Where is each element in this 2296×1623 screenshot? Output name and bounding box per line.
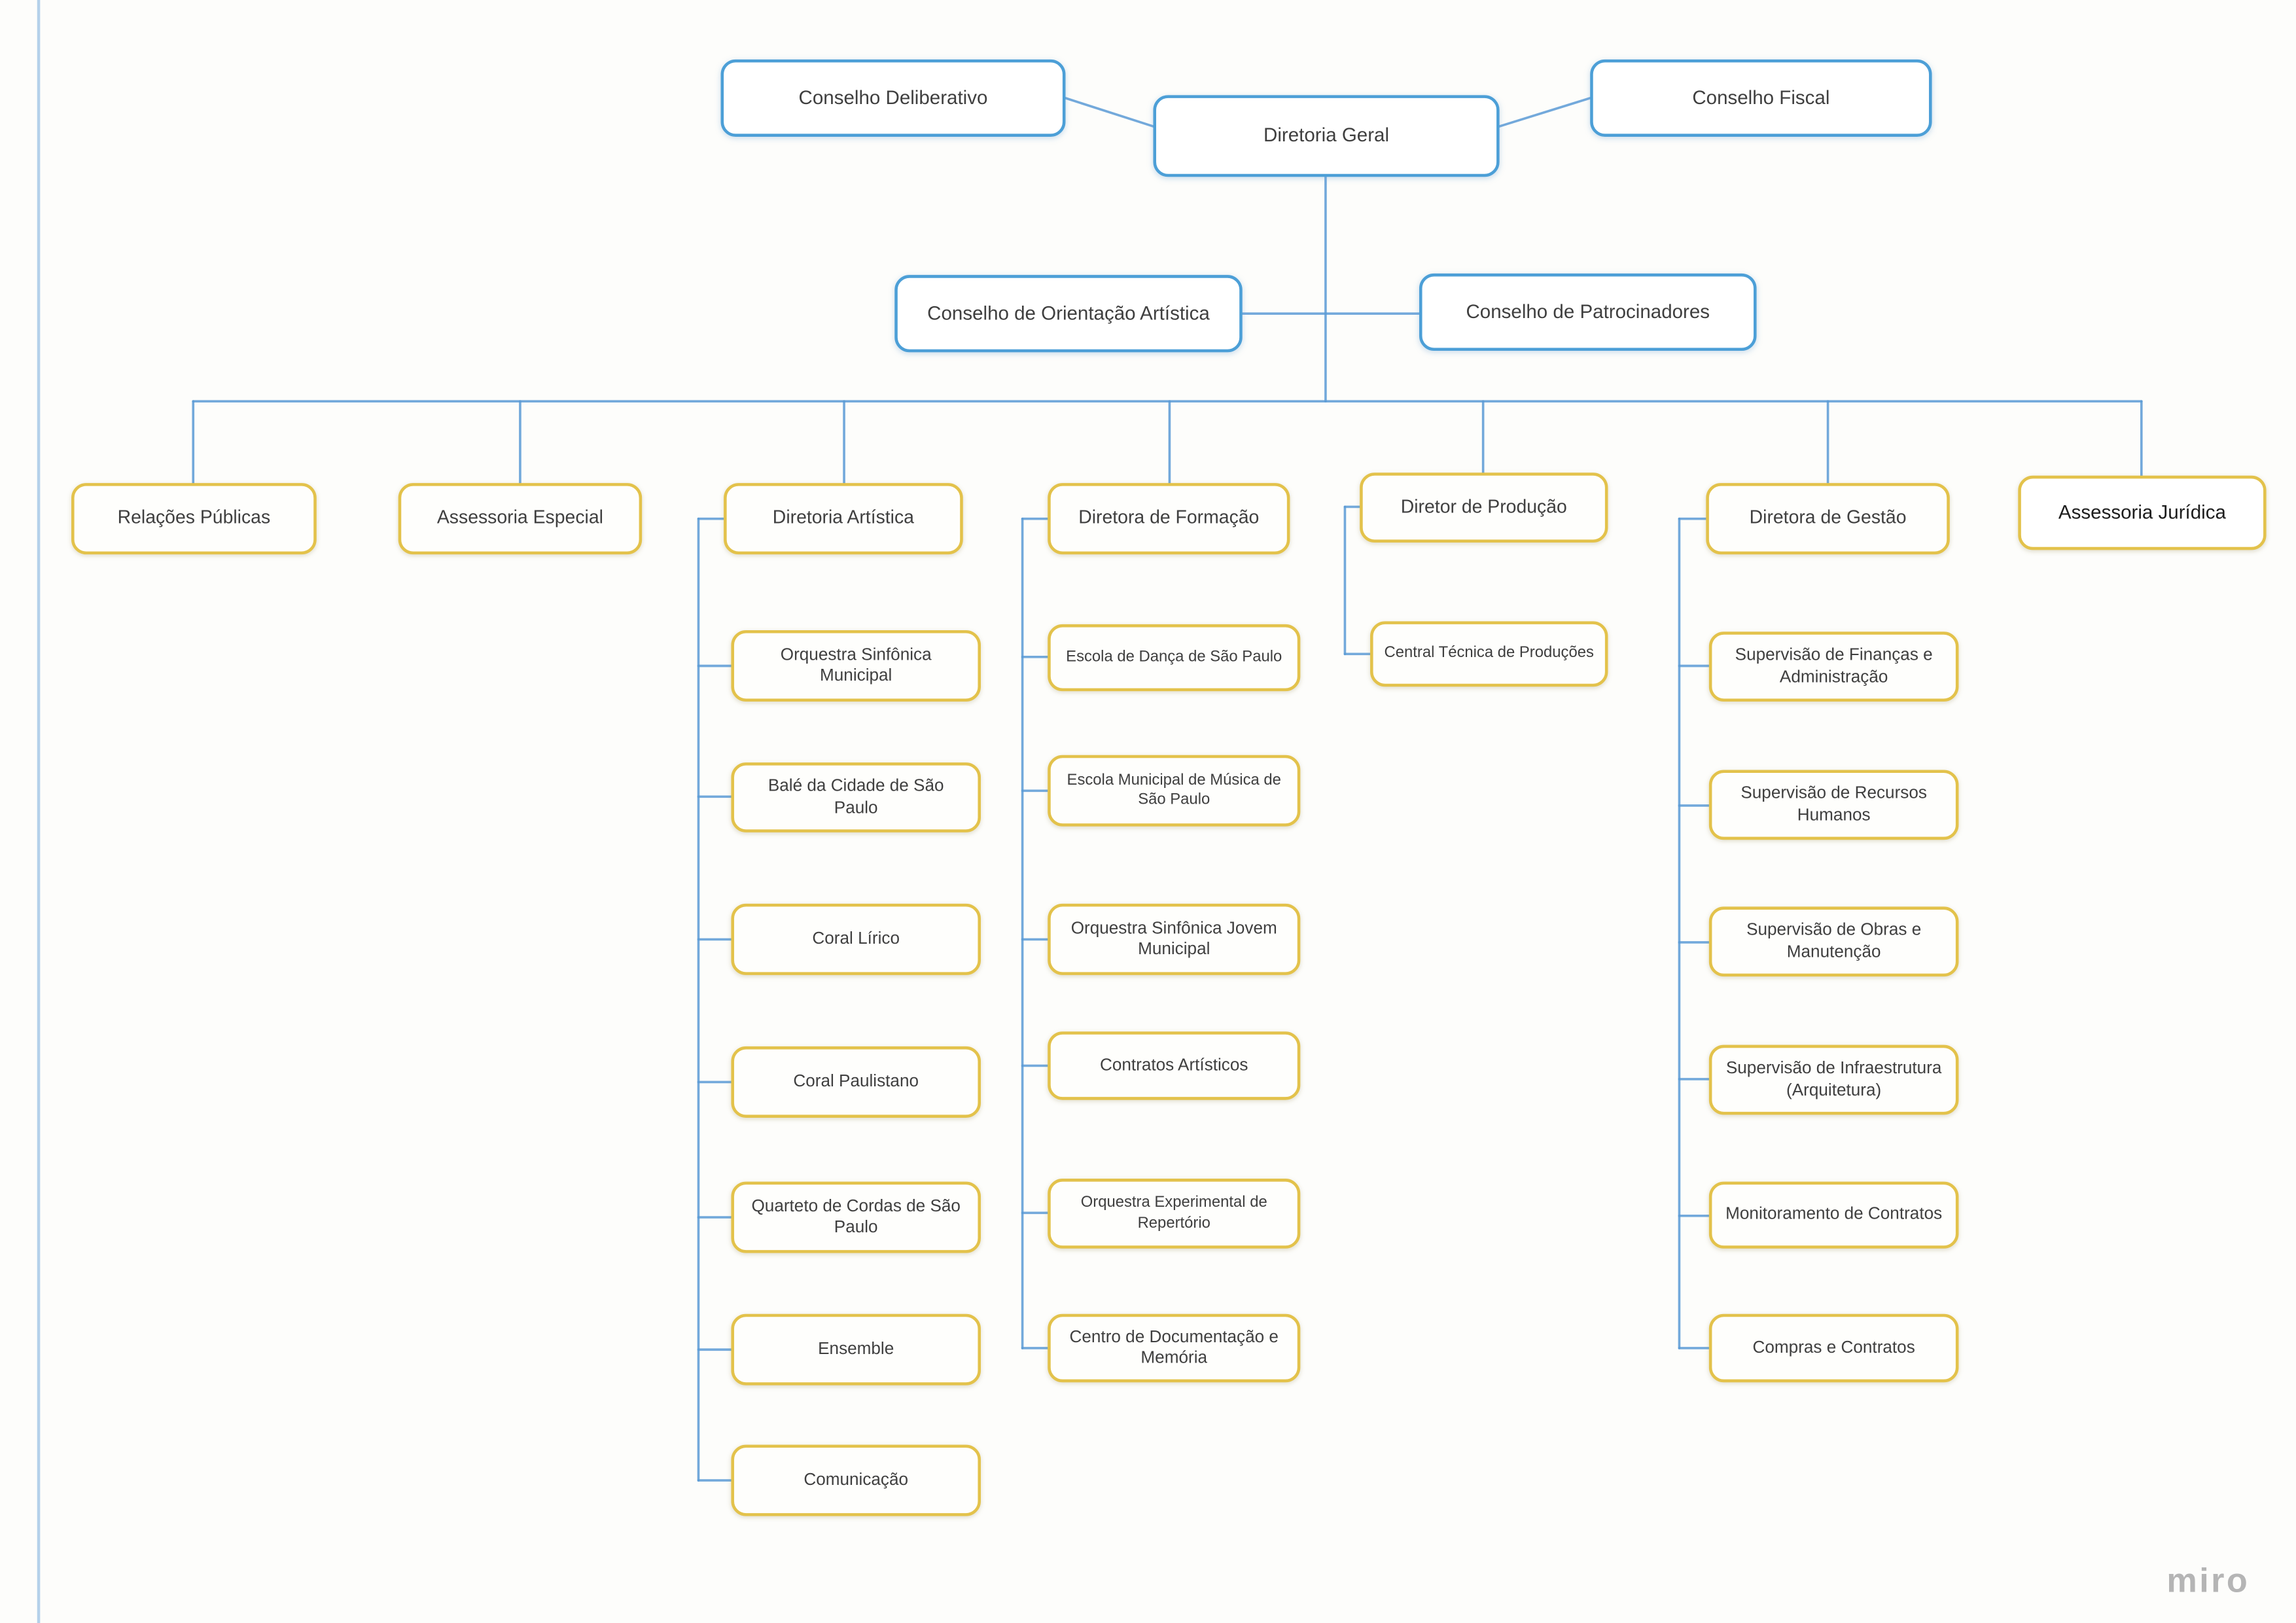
node-coral-paulistano[interactable]: Coral Paulistano — [731, 1046, 981, 1118]
node-conselho-patrocinadores[interactable]: Conselho de Patrocinadores — [1419, 273, 1757, 351]
frame-edge-line — [37, 0, 41, 1623]
node-bale-da-cidade[interactable]: Balé da Cidade de São Paulo — [731, 762, 981, 832]
diretoria-artistica-tree-connectors — [697, 517, 733, 1482]
node-supervisao-recursos-humanos[interactable]: Supervisão de Recursos Humanos — [1708, 770, 1959, 840]
diretora-formacao-tree-connectors — [1021, 517, 1050, 1349]
node-diretoria-artistica[interactable]: Diretoria Artística — [724, 483, 963, 555]
node-conselho-deliberativo[interactable]: Conselho Deliberativo — [720, 59, 1066, 137]
node-conselho-fiscal[interactable]: Conselho Fiscal — [1590, 59, 1932, 137]
node-compras-contratos[interactable]: Compras e Contratos — [1708, 1313, 1959, 1383]
node-assessoria-especial[interactable]: Assessoria Especial — [398, 483, 643, 555]
node-centro-documentacao-memoria[interactable]: Centro de Documentação e Memória — [1048, 1313, 1301, 1383]
node-diretoria-geral[interactable]: Diretoria Geral — [1153, 95, 1500, 177]
miro-watermark: miro — [2166, 1560, 2250, 1599]
node-monitoramento-contratos[interactable]: Monitoramento de Contratos — [1708, 1181, 1959, 1249]
node-orquestra-sinfonica-municipal[interactable]: Orquestra Sinfônica Municipal — [731, 630, 981, 702]
node-supervisao-infraestrutura[interactable]: Supervisão de Infraestrutura (Arquitetur… — [1708, 1044, 1959, 1115]
node-supervisao-financas-administracao[interactable]: Supervisão de Finanças e Administração — [1708, 632, 1959, 702]
node-escola-de-danca[interactable]: Escola de Dança de São Paulo — [1048, 624, 1301, 692]
node-orquestra-sinfonica-jovem[interactable]: Orquestra Sinfônica Jovem Municipal — [1048, 903, 1301, 975]
diretora-gestao-tree-connectors — [1678, 517, 1710, 1349]
node-diretor-de-producao[interactable]: Diretor de Produção — [1360, 473, 1608, 543]
node-ensemble[interactable]: Ensemble — [731, 1313, 981, 1385]
node-orquestra-experimental[interactable]: Orquestra Experimental de Repertório — [1048, 1179, 1301, 1249]
node-central-tecnica-producoes[interactable]: Central Técnica de Produções — [1370, 621, 1608, 687]
node-escola-municipal-de-musica[interactable]: Escola Municipal de Música de São Paulo — [1048, 755, 1301, 827]
node-contratos-artisticos[interactable]: Contratos Artísticos — [1048, 1031, 1301, 1100]
node-quarteto-de-cordas[interactable]: Quarteto de Cordas de São Paulo — [731, 1181, 981, 1253]
node-coral-lirico[interactable]: Coral Lírico — [731, 903, 981, 975]
node-comunicacao[interactable]: Comunicação — [731, 1444, 981, 1516]
node-diretora-de-formacao[interactable]: Diretora de Formação — [1048, 483, 1290, 555]
node-assessoria-juridica[interactable]: Assessoria Jurídica — [2018, 475, 2267, 550]
node-relacoes-publicas[interactable]: Relações Públicas — [71, 483, 317, 555]
node-conselho-orientacao-artistica[interactable]: Conselho de Orientação Artística — [894, 275, 1243, 353]
root-connectors — [192, 97, 2143, 403]
diretor-producao-tree-connectors — [1343, 505, 1371, 656]
node-diretora-de-gestao[interactable]: Diretora de Gestão — [1706, 483, 1950, 555]
node-supervisao-obras-manutencao[interactable]: Supervisão de Obras e Manutenção — [1708, 906, 1959, 977]
department-drop-connectors — [192, 400, 2143, 484]
